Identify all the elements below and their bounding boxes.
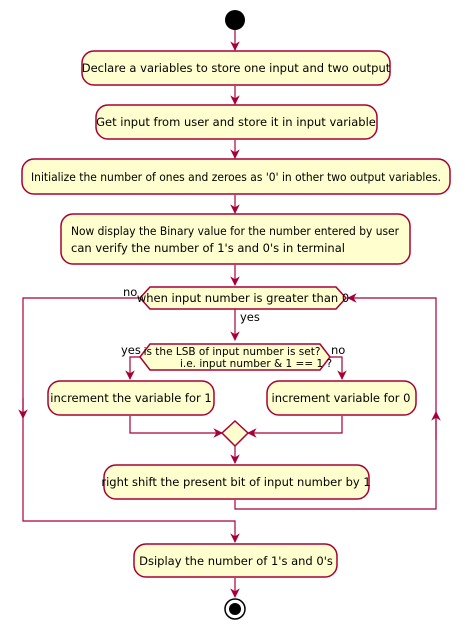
- activity-declare: Declare a variables to store one input a…: [81, 50, 391, 86]
- activity-shift: right shift the present bit of input num…: [101, 464, 371, 500]
- activity-increment-one-text: increment the variable for 1: [50, 391, 211, 405]
- activity-increment-zero: increment variable for 0: [266, 380, 417, 416]
- activity-get-input: Get input from user and store it in inpu…: [95, 104, 378, 140]
- activity-get-input-text: Get input from user and store it in inpu…: [96, 115, 376, 129]
- loop-no-label: no: [123, 285, 137, 299]
- loop-condition: when input number is greater than 0: [137, 286, 349, 310]
- activity-shift-text: right shift the present bit of input num…: [101, 475, 370, 489]
- decision-no-label: no: [331, 343, 345, 357]
- activity-display-line2: can verify the number of 1's and 0's in …: [71, 241, 345, 255]
- activity-final-display-text: Dsiplay the number of 1's and 0's: [139, 554, 333, 568]
- activity-final-display: Dsiplay the number of 1's and 0's: [133, 543, 338, 578]
- start-node: [225, 10, 245, 30]
- flow-edges: [18, 30, 441, 598]
- decision-line1: is the LSB of input number is set?: [144, 346, 321, 358]
- activity-increment-zero-text: increment variable for 0: [272, 391, 411, 405]
- end-node: [224, 598, 246, 620]
- activity-display-line1: Now display the Binary value for the num…: [71, 224, 399, 238]
- activity-initialize-text: Initialize the number of ones and zeroes…: [31, 170, 441, 184]
- decision-line2: i.e. input number & 1 == 1 ?: [180, 358, 332, 370]
- loop-condition-text: when input number is greater than 0: [137, 291, 349, 305]
- activity-declare-text: Declare a variables to store one input a…: [82, 61, 391, 75]
- decision-lsb: is the LSB of input number is set? i.e. …: [139, 343, 332, 371]
- merge-diamond: [220, 419, 250, 448]
- activity-increment-one: increment the variable for 1: [47, 380, 215, 416]
- loop-yes-label: yes: [240, 310, 260, 324]
- activity-initialize: Initialize the number of ones and zeroes…: [21, 158, 451, 195]
- activity-display-binary: Now display the Binary value for the num…: [60, 213, 411, 265]
- decision-yes-label: yes: [121, 343, 141, 357]
